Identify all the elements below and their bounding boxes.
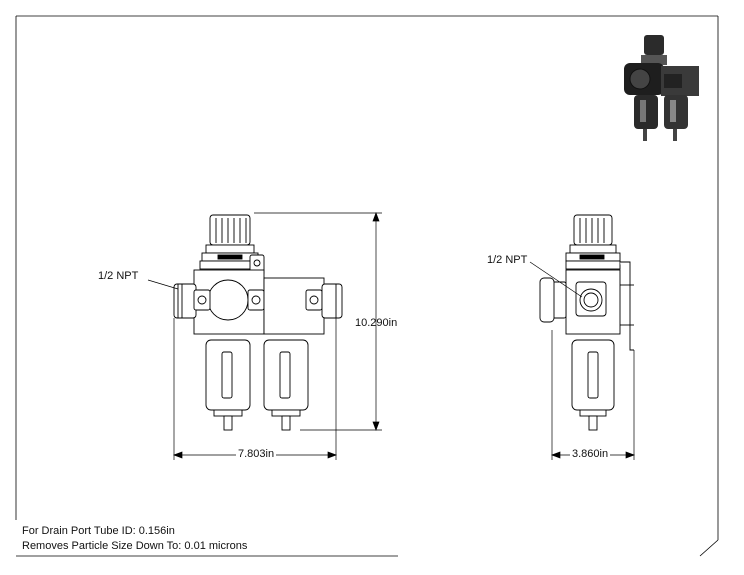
front-height-dimension <box>254 212 382 431</box>
sheet-border <box>15 15 719 557</box>
front-view-assembly <box>173 214 343 431</box>
front-width-dimension <box>173 318 337 460</box>
side-width-dim-label: 3.860in <box>570 448 611 461</box>
drain-port-note: For Drain Port Tube ID: 0.156in <box>22 525 175 537</box>
front-height-dim-label: 10.290in <box>355 317 398 329</box>
side-width-dimension <box>551 330 635 460</box>
front-port-leader <box>147 279 179 290</box>
front-port-label: 1/2 NPT <box>98 270 139 282</box>
side-port-label: 1/2 NPT <box>487 254 528 266</box>
front-width-dim-label: 7.803in <box>236 448 277 461</box>
side-port-leader <box>529 261 583 298</box>
particle-size-note: Removes Particle Size Down To: 0.01 micr… <box>22 540 248 552</box>
side-view-assembly <box>539 214 634 431</box>
isometric-thumbnail <box>624 35 699 141</box>
